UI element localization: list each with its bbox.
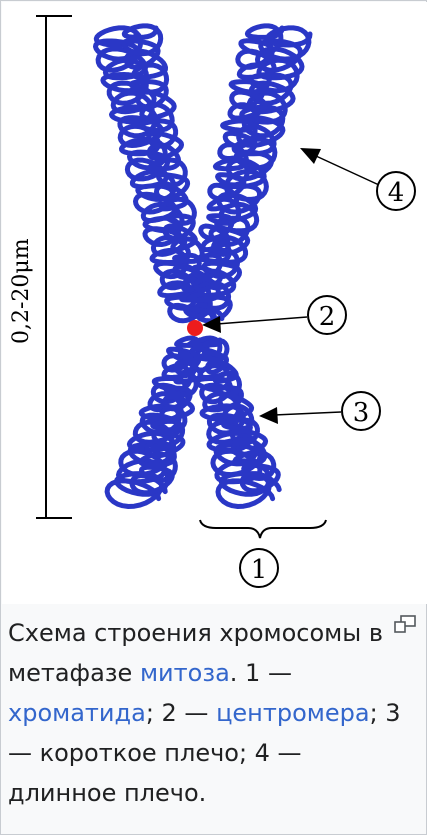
callout-1-label: 1 (251, 555, 268, 585)
callout-4-arrow (300, 148, 321, 164)
caption-part-3: ; 3 — короткое плечо; 4 — длинное плечо. (8, 699, 401, 807)
scale-label: 0,2-20μm (9, 238, 34, 344)
chromatids (93, 23, 313, 509)
callout-2-arrow (202, 316, 221, 333)
chromosome-image[interactable]: 0,2-20μm 1 2 3 4 (2, 2, 427, 604)
link-centromere[interactable]: центромера (216, 699, 370, 727)
callout-3-label: 3 (353, 398, 370, 428)
callout-2-circle (307, 295, 347, 335)
callout-2-label: 2 (319, 302, 336, 332)
callout-4-line (315, 155, 380, 186)
brace (199, 519, 327, 539)
callout-2-line (216, 316, 308, 325)
chromatid-coil (121, 23, 217, 319)
centromere-dot (187, 320, 203, 336)
callout-4-label: 4 (388, 178, 405, 208)
caption-part-1: . 1 — (229, 659, 292, 687)
chromosome-diagram: 0,2-20μm 1 2 3 4 (9, 15, 416, 588)
chromatid-coil (184, 23, 285, 319)
caption-part-2: ; 2 — (145, 699, 217, 727)
caption-intro: Схема строения хромосомы в метафазе (8, 619, 383, 687)
link-mitosis[interactable]: митоза (139, 659, 230, 687)
callout-3-line (273, 411, 342, 416)
caption: Схема строения хромосомы в метафазе мито… (8, 613, 416, 813)
callout-3-arrow (259, 407, 278, 424)
callout-3-circle (341, 391, 381, 431)
callout-4-circle (376, 171, 416, 211)
scale-bar (36, 15, 72, 519)
link-chromatid[interactable]: хроматида (8, 699, 146, 727)
chromatid-coil (201, 337, 282, 494)
callout-1-circle (239, 548, 279, 588)
magnify-icon[interactable] (394, 615, 416, 633)
